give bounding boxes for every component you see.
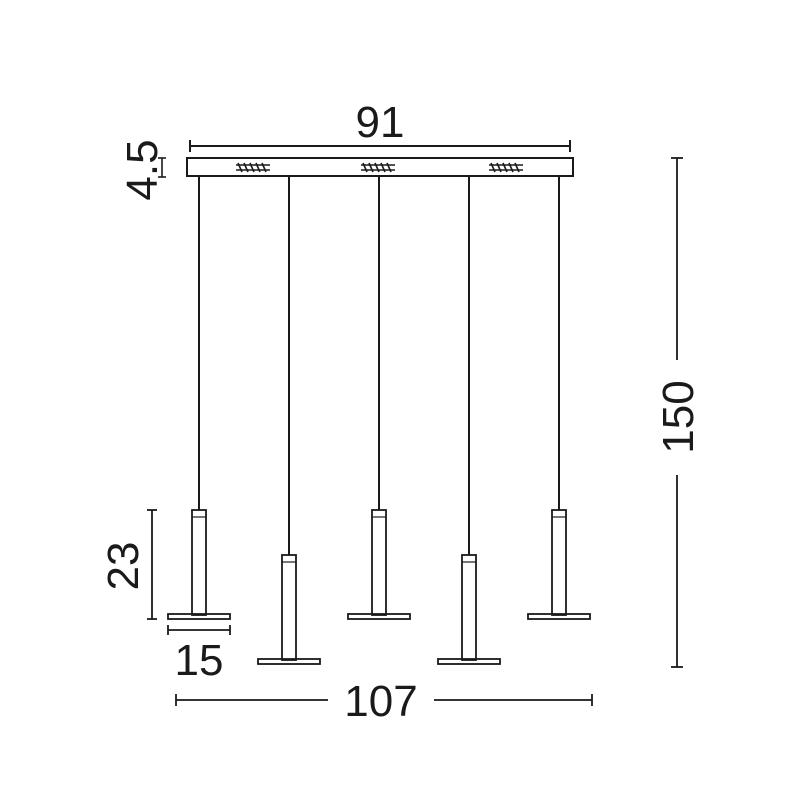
total-height-dimension: 150 (654, 157, 703, 668)
pendant-3 (347, 177, 411, 620)
pendant-4 (437, 177, 501, 665)
canopy-height-dimension: 4.5 (118, 139, 167, 200)
canopy-length-dimension: 91 (189, 98, 571, 152)
screw-detail-center (361, 162, 395, 173)
total-height-label: 150 (654, 380, 703, 453)
shade-diameter-label: 15 (175, 636, 224, 685)
total-width-label: 107 (344, 677, 417, 726)
shade-height-label: 23 (99, 542, 148, 591)
pendant-5 (527, 177, 591, 620)
canopy-bar (186, 157, 574, 177)
shade-diameter-dimension: 15 (167, 625, 231, 685)
canopy-height-label: 4.5 (118, 139, 167, 200)
total-width-dimension: 107 (175, 677, 593, 726)
screw-detail-right (489, 162, 523, 173)
pendant-2 (257, 177, 321, 665)
canopy-length-label: 91 (356, 98, 405, 147)
screw-detail-left (236, 162, 270, 173)
shade-height-dimension: 23 (99, 509, 157, 620)
pendant-1 (167, 177, 231, 620)
